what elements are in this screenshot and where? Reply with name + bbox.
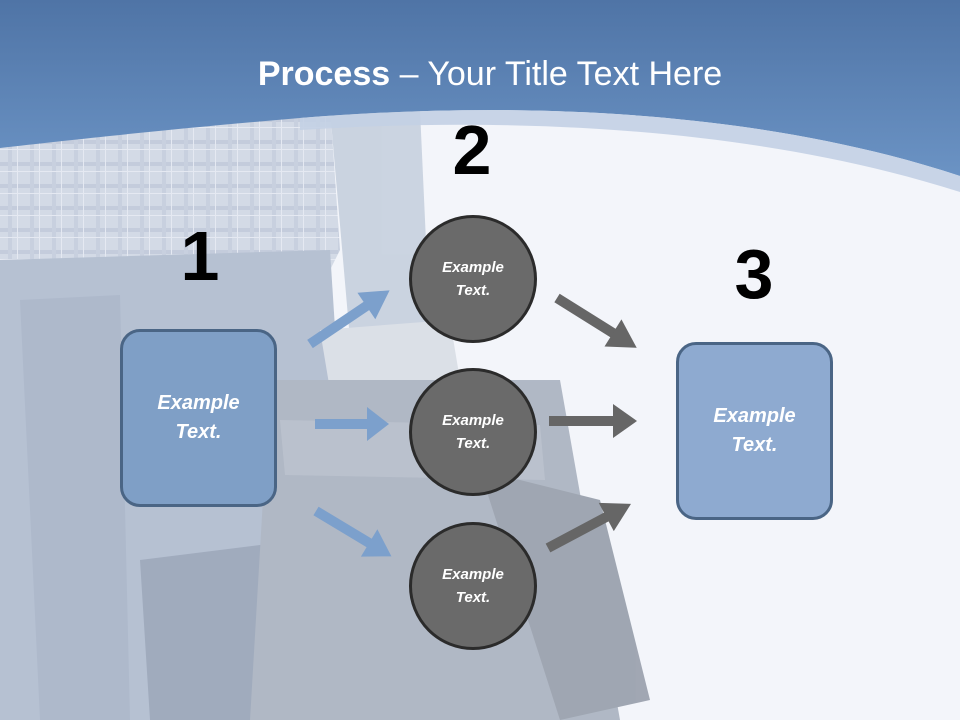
circle-bottom: Example Text. [409, 522, 537, 650]
start-box-label: Example Text. [157, 392, 240, 443]
step-number-2: 2 [452, 111, 492, 189]
circle-middle: Example Text. [409, 368, 537, 496]
circle-bottom-label: Example Text. [442, 566, 504, 606]
step-number-1: 1 [180, 217, 220, 295]
title-bold: Process [257, 55, 391, 93]
end-box: Example Text. [676, 342, 833, 520]
start-box: Example Text. [120, 329, 277, 507]
end-box-label: Example Text. [713, 405, 796, 456]
circle-top: Example Text. [409, 215, 537, 343]
title-rest: – Your Title Text Here [390, 55, 723, 93]
circle-top-label: Example Text. [442, 259, 504, 299]
circle-middle-label: Example Text. [442, 412, 504, 452]
step-number-3: 3 [734, 235, 774, 313]
slide-title: Process – Your Title Text Here [0, 52, 960, 96]
